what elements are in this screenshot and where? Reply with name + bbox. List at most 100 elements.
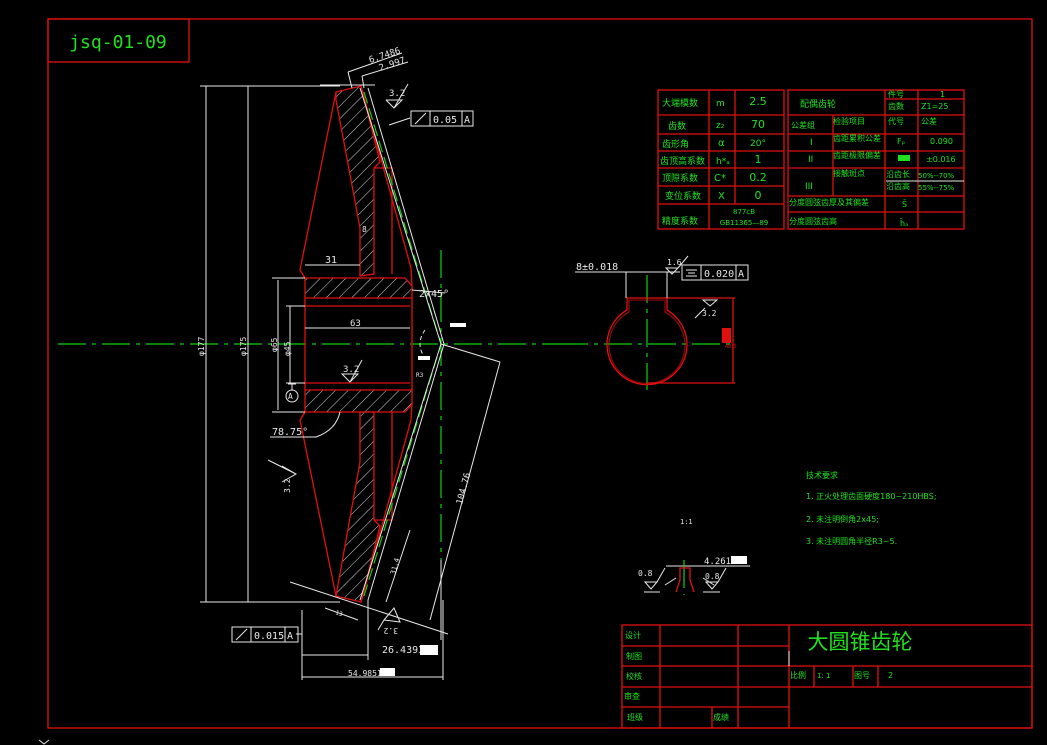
1-text: 2. 未注明倒角2x45; xyxy=(806,514,879,524)
runout-bottom-text: 0.015 xyxy=(254,631,284,642)
roughness-symbols xyxy=(267,83,719,631)
symbol-text: m xyxy=(716,99,725,109)
dimension-texts: 6.7486 2.997 3.2 0.05 A 31 63 2x45° φ177… xyxy=(197,46,473,678)
value-text: 50%--70% xyxy=(918,172,955,180)
tooth-detail-view: 1:1 4.2617 0.8 0.8 xyxy=(638,518,750,595)
code-label-text: 代号 xyxy=(888,116,904,126)
value-text: 2.5 xyxy=(749,95,767,108)
svg-text:877cB: 877cB xyxy=(733,208,755,216)
code-text: 沿齿长 xyxy=(886,169,910,179)
chord-height-symbol-text: h̄ₐ xyxy=(899,218,908,228)
datum-a-text: A xyxy=(464,115,470,126)
value-text: 0.090 xyxy=(930,137,953,146)
datum-a-text: A xyxy=(287,631,293,642)
chord-height-label-text: 分度圆弦齿高 xyxy=(789,216,837,226)
rough-tooth-r-text: 0.8 xyxy=(705,572,720,581)
tooth-width-text: 4.2617 xyxy=(704,557,737,567)
key-depth-text: 48.3 xyxy=(725,344,736,350)
keyway-width-text: 8±0.018 xyxy=(576,262,618,273)
face-width-text: 31.4 xyxy=(389,557,401,575)
fcf-key xyxy=(681,264,749,281)
rough-key2-text: 3.2 xyxy=(702,309,717,318)
code-text: Fₚ xyxy=(897,137,905,146)
cone-dist-text: 104.76 xyxy=(455,472,473,506)
scale-note-text: 1:1 xyxy=(680,518,693,526)
dia-175-text: φ175 xyxy=(239,337,248,356)
item-label-text: 检验项目 xyxy=(833,116,865,126)
fcf-bottom xyxy=(231,626,299,643)
sheet-border xyxy=(47,18,1033,729)
scale-label-text: 比例 xyxy=(790,670,806,680)
name-text: 大端模数 xyxy=(662,97,698,109)
drawing-no-label-text: 图号 xyxy=(854,671,870,680)
item-text: 齿距累积公差 xyxy=(833,133,881,143)
datum-a-text: A xyxy=(738,269,744,280)
name-text: 变位系数 xyxy=(665,190,701,202)
drawing-code-box xyxy=(47,18,190,63)
title-block: 大圆锥齿轮 设计 制图 校核 审查 班级 成绩 比例 1: 1 图号 2 xyxy=(621,624,1033,729)
d-26-4393-text: 26.4393 xyxy=(382,645,424,656)
rough-bore-text: 3.2 xyxy=(343,365,359,375)
web-8-text: 8 xyxy=(362,225,367,234)
d-54-9851-text: 54.9851 xyxy=(348,669,382,678)
item-text: 齿距极限偏差 xyxy=(833,150,881,160)
check-label-text: 校核 xyxy=(626,671,642,681)
cursor-icon xyxy=(38,739,50,745)
parameter-table: 大端模数 m 2.5 齿数 z₂ 70 齿形角 α 20° 齿顶高系数 h*ₐ … xyxy=(657,89,965,230)
scale-value-text: 1: 1 xyxy=(817,672,831,680)
name-text: 齿顶高系数 xyxy=(660,155,705,167)
runout-top-text: 0.05 xyxy=(433,115,457,126)
name-text: 齿形角 xyxy=(662,138,689,150)
teeth-text: Z1=25 xyxy=(921,102,948,111)
group-text: III xyxy=(805,182,813,192)
gear-section-view xyxy=(58,52,560,680)
class-label-text: 班级 xyxy=(627,712,643,722)
value-text: 0.2 xyxy=(749,171,767,184)
teeth-label-text: 齿数 xyxy=(888,101,904,111)
chord-thickness-label-text: 分度圆弦齿厚及其偏差 xyxy=(789,197,869,207)
drawing-no-text: 2 xyxy=(888,671,893,680)
review-label-text: 审查 xyxy=(624,691,640,701)
0-text: 1. 正火处理齿面硬度180~210HBS; xyxy=(806,491,937,501)
chamfer-text: 2x45° xyxy=(419,289,449,300)
rough-bottom-text: 3.2 xyxy=(383,626,398,635)
tol-label-text: 公差 xyxy=(921,116,937,126)
name-text: 齿数 xyxy=(668,120,686,132)
draw-label-text: 制图 xyxy=(626,651,642,661)
part-no-label-text: 件号 xyxy=(888,89,904,99)
chord-thickness-symbol-text: S̄ xyxy=(902,199,907,209)
technical-requirements: 技术要求 1. 正火处理齿面硬度180~210HBS; 2. 未注明倒角2x45… xyxy=(806,470,937,546)
d-31-text: 31 xyxy=(325,255,337,266)
fcf-top xyxy=(410,110,474,127)
grade-label-text: 成绩 xyxy=(713,712,729,722)
angle-text: 78.75° xyxy=(272,427,308,438)
rough-top-text: 3.2 xyxy=(389,89,405,99)
name-text: 精度系数 xyxy=(662,215,698,227)
value2-text: 55%--75% xyxy=(918,184,955,192)
symbol-text: z₂ xyxy=(716,121,725,131)
title-text: 技术要求 xyxy=(806,470,838,480)
item-text: 接触斑点 xyxy=(833,168,865,178)
rough-left-text: 3.2 xyxy=(283,478,292,493)
group-text: II xyxy=(808,155,813,165)
value-text: 20° xyxy=(750,139,766,149)
value-text: 70 xyxy=(751,118,765,131)
dia-65-text: φ65 xyxy=(270,337,279,352)
name-text: 顶隙系数 xyxy=(662,172,698,184)
svg-text:GB11365—89: GB11365—89 xyxy=(720,219,768,227)
value-text: 1 xyxy=(755,153,762,166)
d-13-text: 13 xyxy=(334,609,343,618)
r3-text: R3 xyxy=(416,372,424,379)
keyway-view: 8±0.018 1.6 0.020 A 3.2 48.3 xyxy=(560,258,744,390)
code2-text: 沿齿高 xyxy=(886,181,910,191)
title-text: 配偶齿轮 xyxy=(800,98,836,110)
drawing-code: jsq-01-09 xyxy=(69,32,167,53)
part-name-text: 大圆锥齿轮 xyxy=(808,630,913,654)
symbol-text: α xyxy=(718,138,725,149)
value-text: ±0.016 xyxy=(926,155,956,164)
datum-a-text: A xyxy=(288,392,293,401)
symbol-text: h*ₐ xyxy=(716,157,730,167)
rough-key-text: 1.6 xyxy=(667,258,682,267)
group-text: I xyxy=(810,138,813,148)
